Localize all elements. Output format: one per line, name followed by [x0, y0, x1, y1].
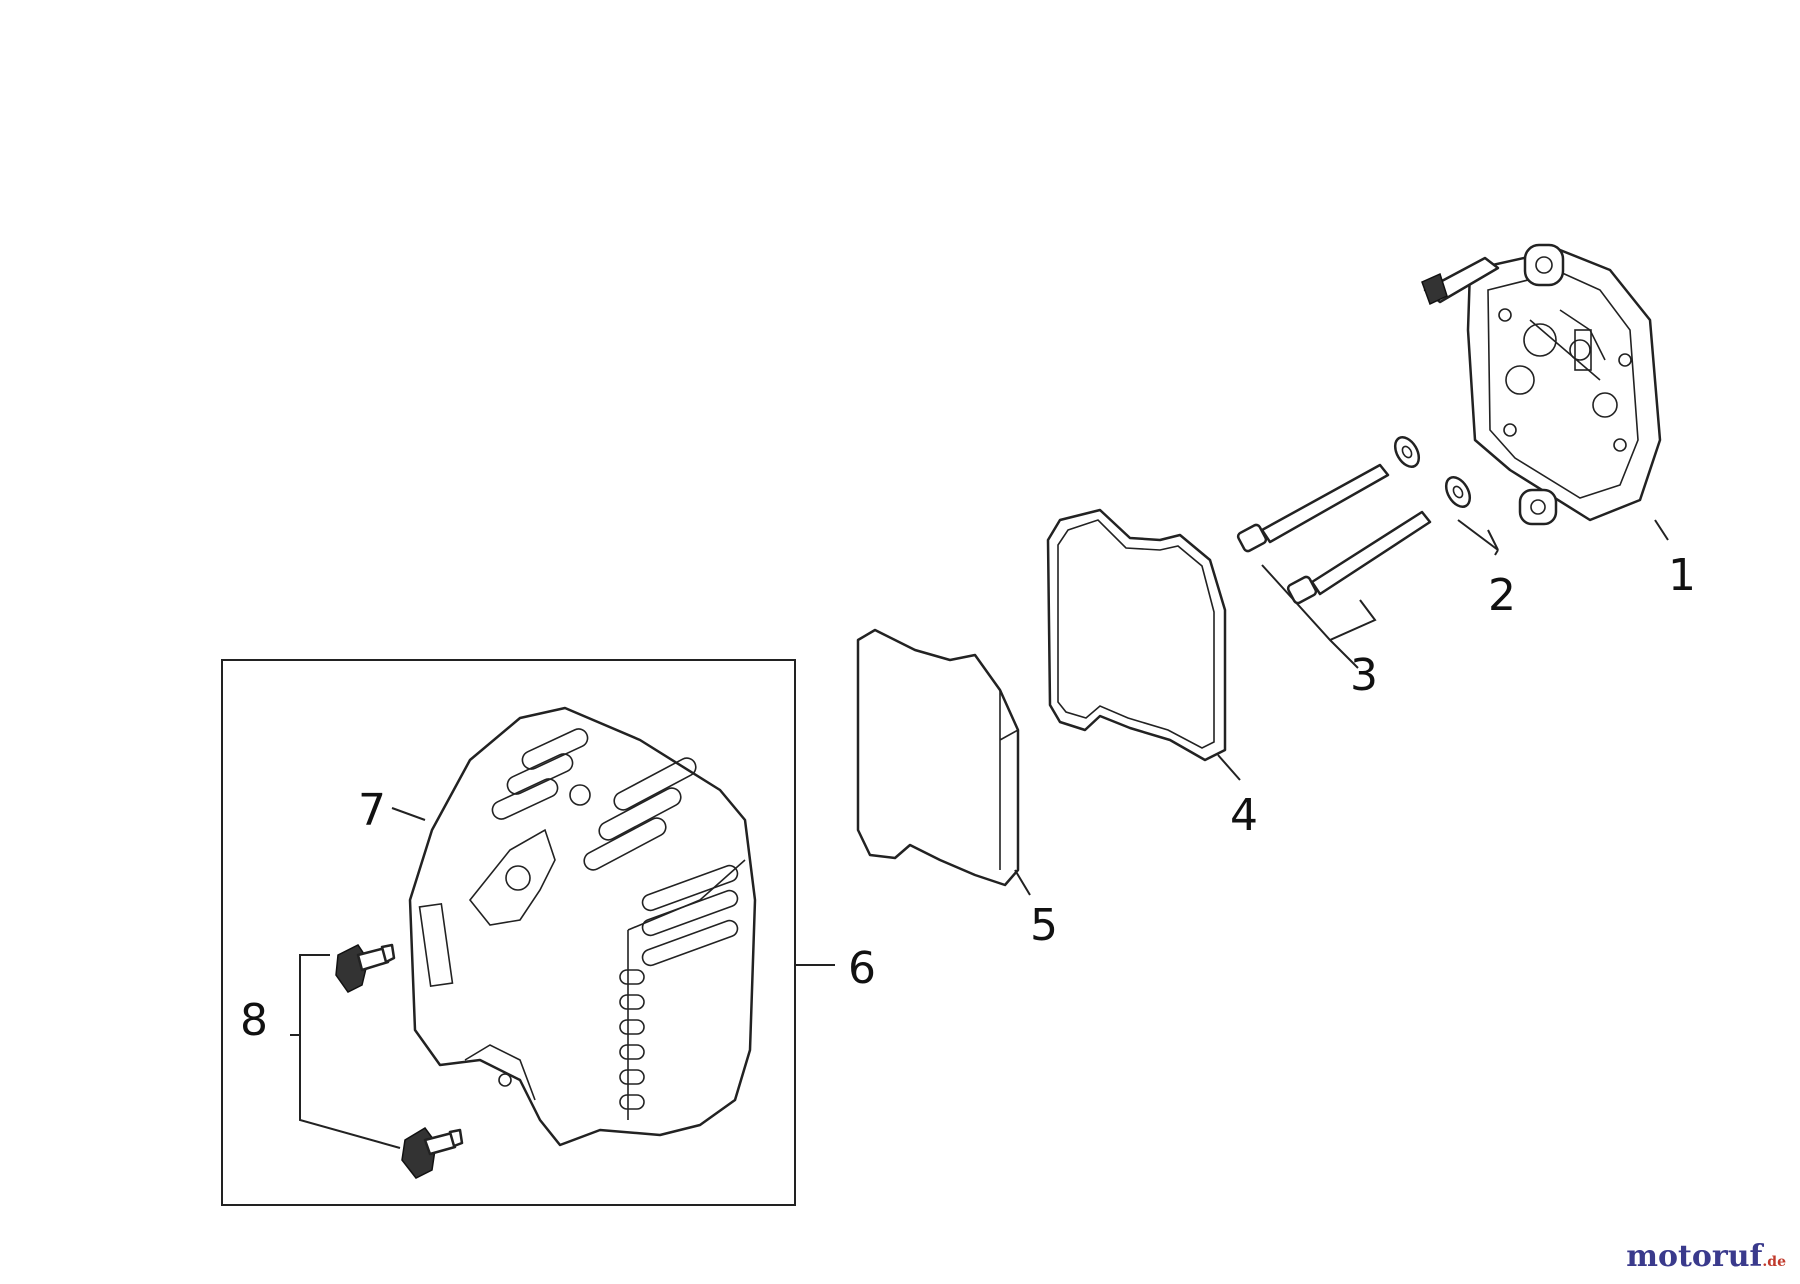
assembly-frame	[221, 659, 796, 1206]
part-8-knob-lower[interactable]	[401, 1127, 464, 1179]
part-7-air-cleaner-cover[interactable]	[408, 706, 757, 1147]
part-8-knob-upper[interactable]	[335, 943, 396, 993]
callout-7: 7	[358, 785, 386, 836]
callout-1: 1	[1668, 550, 1696, 601]
callout-6: 6	[848, 943, 876, 994]
callout-labels: 1 2 3 4 5 6 7 8	[240, 550, 1696, 1046]
part-4-gasket[interactable]	[1046, 508, 1227, 762]
callout-4: 4	[1230, 790, 1258, 841]
callout-2: 2	[1488, 570, 1516, 621]
cover-knob-recess	[468, 828, 556, 926]
part-2-washers[interactable]	[1390, 433, 1474, 511]
part-1-cover-housing[interactable]	[1421, 243, 1662, 526]
leader-lines	[290, 519, 1669, 1149]
vent-slots-top	[491, 728, 739, 967]
callout-8: 8	[240, 995, 268, 1046]
watermark-tld: .de	[1762, 1254, 1786, 1270]
brand-label	[418, 902, 454, 988]
vent-slots-side	[619, 969, 645, 1110]
part-5-filter-pad[interactable]	[856, 628, 1020, 887]
callout-3: 3	[1350, 650, 1378, 701]
watermark-name: motoruf	[1626, 1239, 1763, 1274]
callout-5: 5	[1030, 900, 1058, 951]
part-3-bolts[interactable]	[1236, 463, 1432, 605]
watermark-logo: motoruf.de	[1626, 1239, 1786, 1274]
